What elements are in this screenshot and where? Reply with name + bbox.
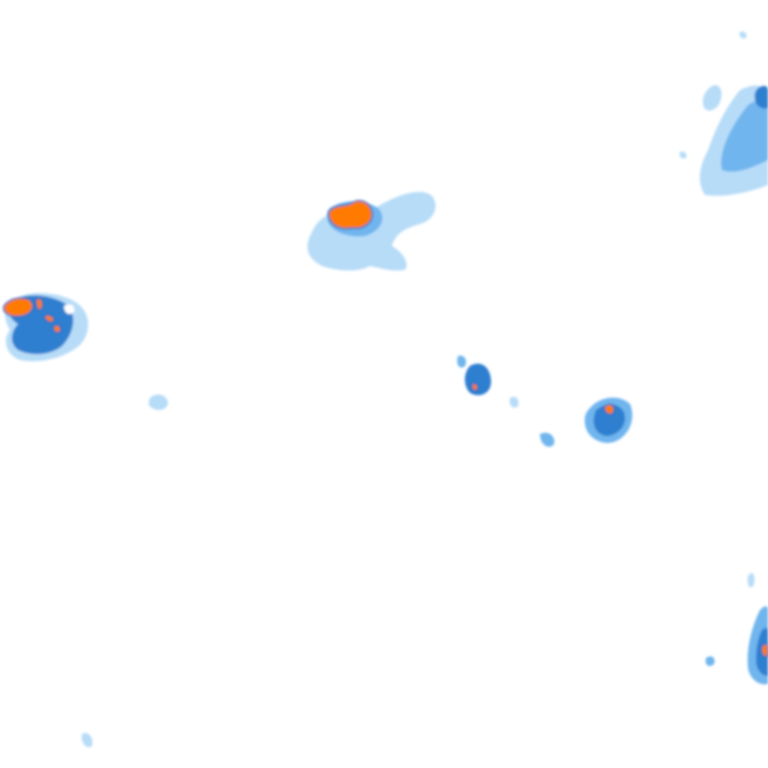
cell-center-east-fragment <box>540 432 555 447</box>
cell-center-east <box>509 396 633 447</box>
cell-northeast-fragment <box>702 85 722 111</box>
cell-southeast <box>705 573 768 685</box>
cell-west <box>3 293 89 362</box>
echo-northeast-speck <box>739 31 747 39</box>
cell-west-core-2 <box>35 297 44 311</box>
cell-center-east-core <box>603 403 615 415</box>
echo-west-small <box>148 394 168 410</box>
cell-southeast-core <box>760 643 768 658</box>
echo-east-speck <box>679 151 687 159</box>
cell-west-core-4 <box>52 324 62 334</box>
cell-center <box>457 355 492 396</box>
cell-southeast-fragment-2 <box>705 656 715 666</box>
cell-north-central <box>307 191 436 271</box>
cell-center-core <box>471 382 479 392</box>
cell-west-core <box>3 297 34 318</box>
echo-southwest-small <box>81 732 93 748</box>
cell-southeast-fragment <box>747 573 755 588</box>
cell-west-gap <box>64 304 75 314</box>
cell-north-central-core <box>327 200 373 230</box>
cell-center-east-fragment-2 <box>509 396 519 408</box>
cell-center-east-heavy <box>593 404 626 436</box>
cell-center-fragment <box>457 355 467 368</box>
cell-northeast-moderate <box>721 100 768 172</box>
scattered-echoes <box>81 31 747 748</box>
cell-northeast <box>699 85 768 196</box>
cell-west-core-3 <box>43 314 55 323</box>
cell-northeast-heavy <box>754 85 768 109</box>
